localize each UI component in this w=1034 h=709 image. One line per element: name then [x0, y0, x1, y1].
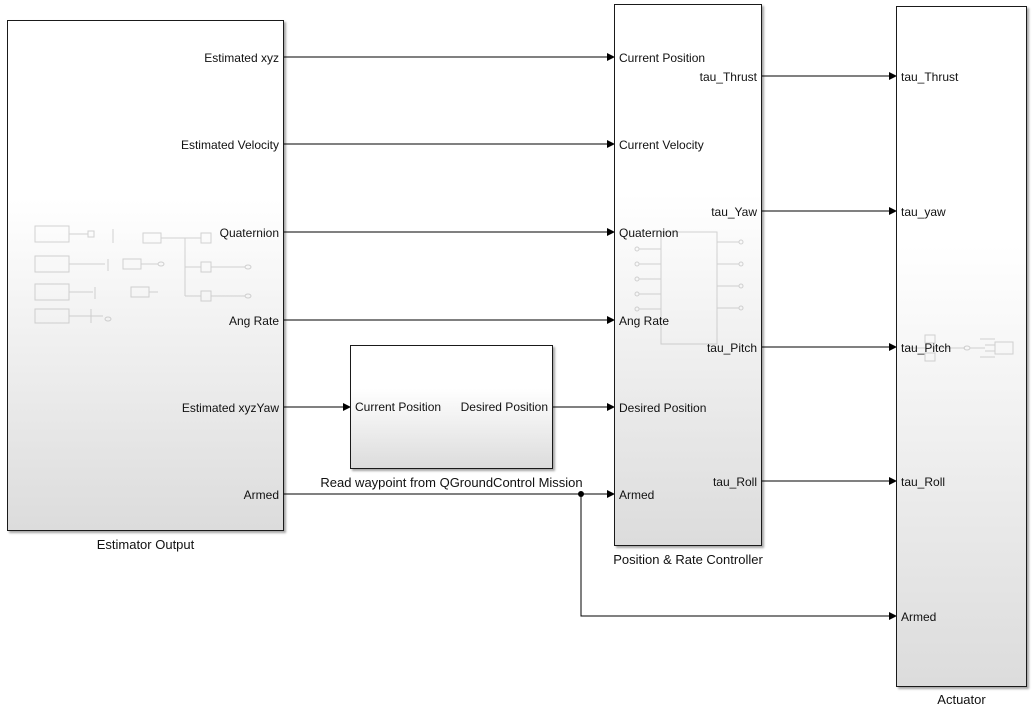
port-tau-yaw: tau_yaw [901, 205, 946, 219]
estimator-output-block[interactable]: Estimated xyz Estimated Velocity Quatern… [7, 20, 284, 531]
port-tau-roll: tau_Roll [712, 475, 757, 489]
branch-point [578, 491, 584, 497]
waypoint-block[interactable]: Current Position Desired Position [350, 345, 553, 469]
port-ang-rate: Ang Rate [228, 314, 279, 328]
port-quaternion: Quaternion [219, 226, 279, 240]
controller-label: Position & Rate Controller [613, 552, 763, 567]
port-current-velocity: Current Velocity [619, 138, 704, 152]
port-estimated-xyzyaw: Estimated xyzYaw [181, 401, 279, 415]
controller-internal-preview [634, 231, 744, 345]
port-armed: Armed [243, 488, 279, 502]
port-tau-pitch: tau_Pitch [706, 341, 757, 355]
port-desired-position: Desired Position [619, 401, 707, 415]
port-current-position: Current Position [355, 400, 442, 414]
waypoint-label: Read waypoint from QGroundControl Missio… [320, 475, 583, 490]
port-tau-pitch: tau_Pitch [901, 341, 952, 355]
wire-armed-actuator [580, 494, 897, 620]
port-armed: Armed [619, 488, 655, 502]
port-desired-position: Desired Position [460, 400, 548, 414]
port-estimated-velocity: Estimated Velocity [180, 138, 279, 152]
port-ang-rate: Ang Rate [619, 314, 670, 328]
estimator-internal-preview [34, 225, 252, 324]
actuator-label: Actuator [937, 692, 986, 707]
estimator-output-label: Estimator Output [96, 537, 195, 552]
port-tau-roll: tau_Roll [901, 475, 946, 489]
port-tau-thrust: tau_Thrust [901, 70, 959, 84]
controller-block[interactable]: Current Position Current Velocity Quater… [614, 4, 762, 546]
port-estimated-xyz: Estimated xyz [204, 51, 279, 65]
port-current-position: Current Position [619, 51, 706, 65]
port-tau-yaw: tau_Yaw [711, 205, 757, 219]
actuator-internal-preview [907, 334, 1014, 362]
port-tau-thrust: tau_Thrust [699, 70, 757, 84]
port-armed: Armed [901, 610, 937, 624]
port-quaternion: Quaternion [619, 226, 679, 240]
actuator-block[interactable]: tau_Thrust tau_yaw tau_Pitch tau_Roll Ar… [896, 6, 1027, 687]
